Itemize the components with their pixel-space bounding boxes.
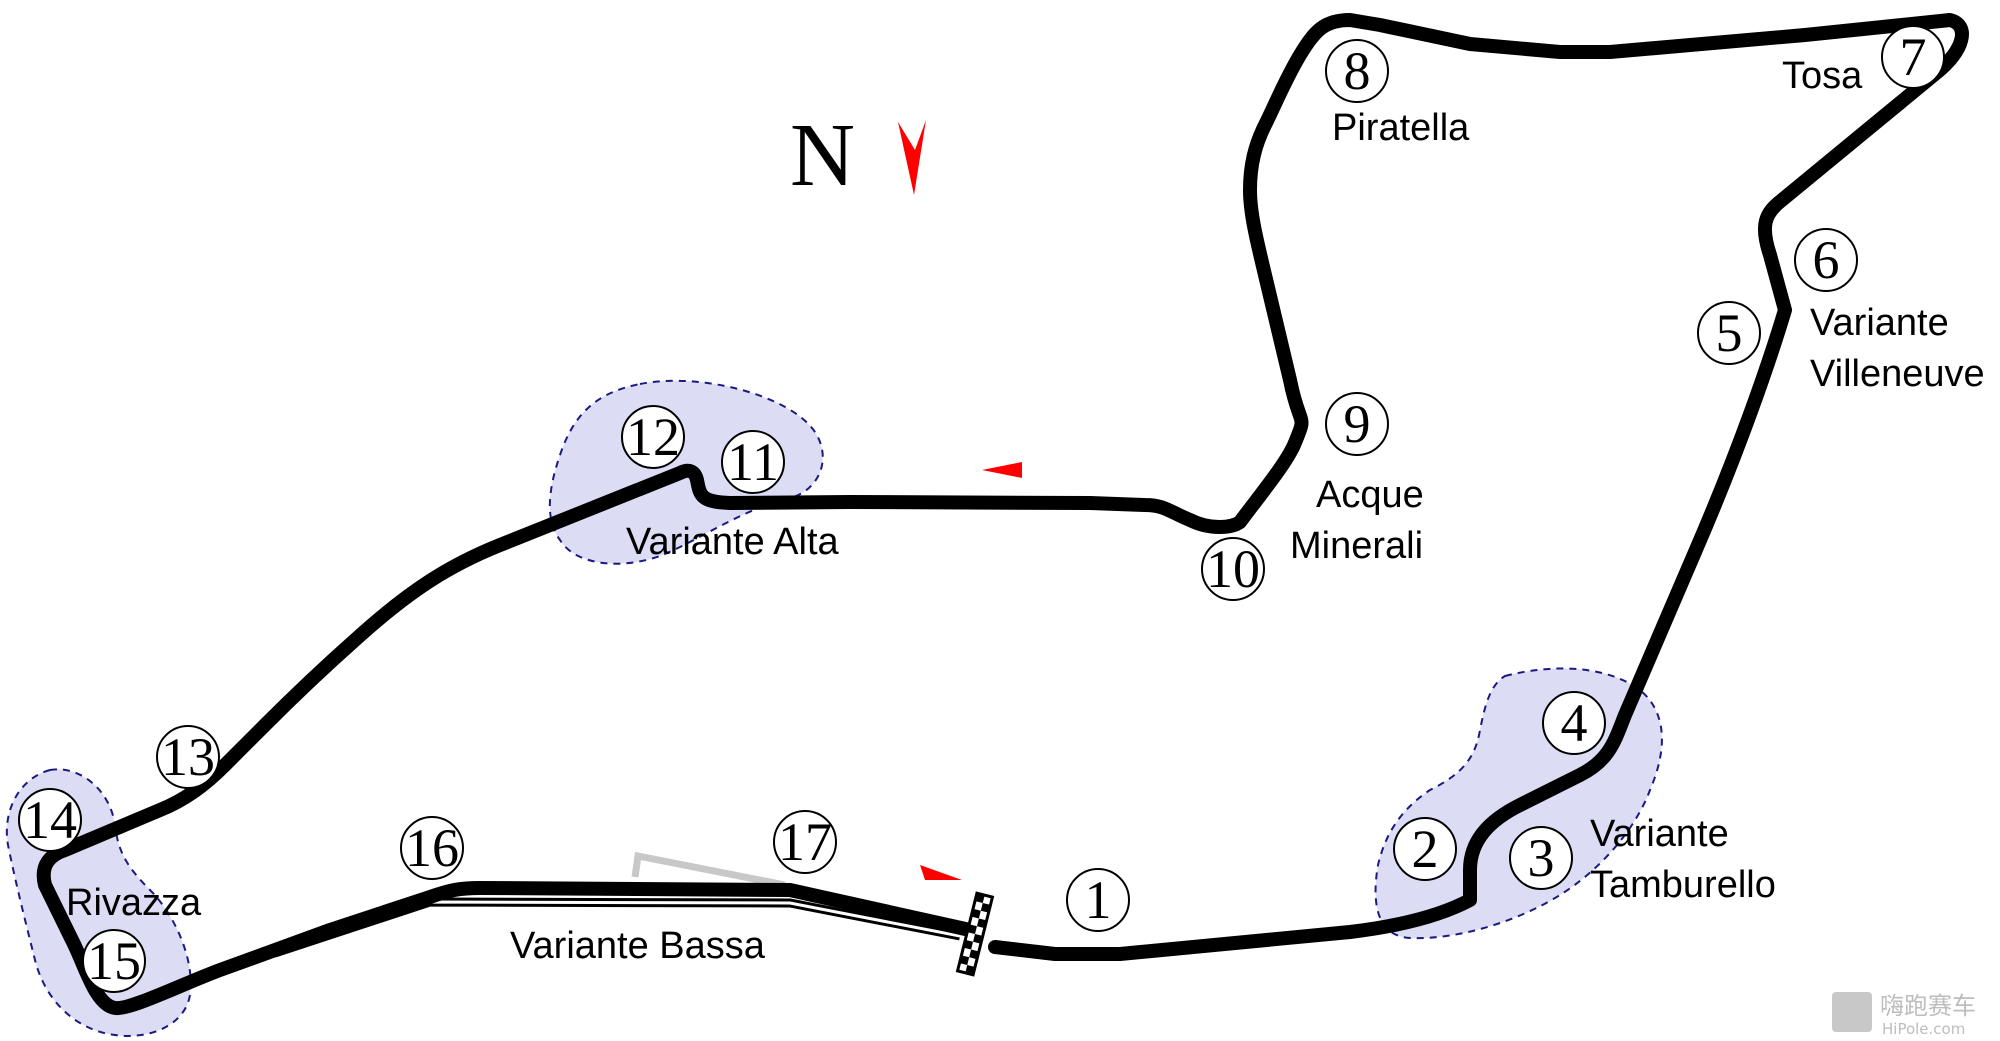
turn-marker-circle xyxy=(621,405,685,469)
turn-marker-circle xyxy=(1697,301,1761,365)
corner-label-villeneuve-2: Villeneuve xyxy=(1810,353,1985,395)
turn-marker-circle xyxy=(1509,826,1573,890)
turn-marker: 5 xyxy=(1697,301,1761,365)
direction-arrow-icon xyxy=(920,865,962,880)
turn-number: 11 xyxy=(727,432,779,492)
turn-marker-circle xyxy=(82,929,146,993)
turn-marker-circle xyxy=(1542,691,1606,755)
corner-label-piratella: Piratella xyxy=(1332,107,1470,149)
turn-number: 12 xyxy=(626,407,680,467)
turn-marker: 14 xyxy=(18,788,82,852)
turn-marker-circle xyxy=(773,810,837,874)
pit-lane xyxy=(631,851,786,889)
turn-marker: 12 xyxy=(621,405,685,469)
turn-marker: 16 xyxy=(400,816,464,880)
watermark-site: HiPole.com xyxy=(1882,1020,1965,1038)
watermark-logo-icon xyxy=(1832,992,1872,1032)
corner-label-tamburello-2: Tamburello xyxy=(1590,864,1776,906)
watermark: 嗨跑赛车 HiPole.com xyxy=(1832,992,1976,1038)
corner-label-villeneuve-1: Variante xyxy=(1810,302,1949,344)
turn-number: 3 xyxy=(1528,828,1555,888)
turn-marker-circle xyxy=(156,725,220,789)
turn-marker: 6 xyxy=(1794,228,1858,292)
turn-number: 4 xyxy=(1561,693,1588,753)
corner-label-variante-bassa: Variante Bassa xyxy=(510,925,766,967)
turn-marker: 7 xyxy=(1881,25,1945,89)
turn-marker: 2 xyxy=(1393,817,1457,881)
turn-number: 13 xyxy=(161,727,215,787)
corner-label-tamburello-1: Variante xyxy=(1590,813,1729,855)
turn-number: 9 xyxy=(1344,394,1371,454)
turn-number: 16 xyxy=(405,818,459,878)
turn-number: 2 xyxy=(1412,819,1439,879)
corner-label-variante-alta: Variante Alta xyxy=(626,521,840,563)
corner-label-rivazza: Rivazza xyxy=(66,882,202,924)
watermark-cn: 嗨跑赛车 xyxy=(1880,992,1976,1020)
turn-marker: 9 xyxy=(1325,392,1389,456)
start-finish-line xyxy=(955,891,995,977)
turn-number: 15 xyxy=(87,931,141,991)
turn-marker-circle xyxy=(721,430,785,494)
turn-marker: 10 xyxy=(1201,537,1265,601)
compass-north-label: N xyxy=(790,106,855,205)
turn-marker-circle xyxy=(1393,817,1457,881)
turn-number: 10 xyxy=(1206,539,1260,599)
corner-label-tosa: Tosa xyxy=(1782,55,1863,97)
turn-marker: 3 xyxy=(1509,826,1573,890)
turn-marker: 13 xyxy=(156,725,220,789)
turn-number: 17 xyxy=(778,812,832,872)
turn-marker: 4 xyxy=(1542,691,1606,755)
turn-marker: 1 xyxy=(1066,868,1130,932)
turn-number: 7 xyxy=(1900,27,1927,87)
track-outline xyxy=(36,13,1969,1016)
turn-marker-circle xyxy=(400,816,464,880)
turn-marker-circle xyxy=(18,788,82,852)
turn-number: 5 xyxy=(1716,303,1743,363)
corner-label-acque-1: Acque xyxy=(1316,474,1424,516)
corner-label-acque-2: Minerali xyxy=(1290,525,1423,567)
compass-arrow-icon xyxy=(898,120,926,195)
turn-marker: 15 xyxy=(82,929,146,993)
turn-number: 1 xyxy=(1085,870,1112,930)
turn-number: 8 xyxy=(1344,41,1371,101)
turn-marker-circle xyxy=(1325,392,1389,456)
turn-number: 14 xyxy=(23,790,77,850)
turn-markers: 1 2 3 4 5 6 7 8 xyxy=(18,25,1945,993)
turn-marker-circle xyxy=(1881,25,1945,89)
direction-arrow-icon xyxy=(982,462,1022,478)
turn-marker-circle xyxy=(1201,537,1265,601)
turn-marker: 11 xyxy=(721,430,785,494)
turn-marker: 8 xyxy=(1325,39,1389,103)
turn-number: 6 xyxy=(1813,230,1840,290)
turn-marker-circle xyxy=(1066,868,1130,932)
turn-marker-circle xyxy=(1794,228,1858,292)
turn-marker-circle xyxy=(1325,39,1389,103)
turn-marker: 17 xyxy=(773,810,837,874)
